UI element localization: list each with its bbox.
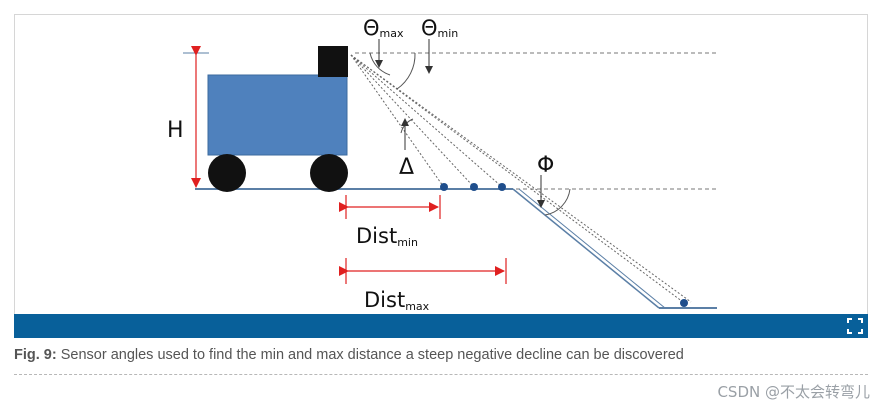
theta-min-label: Θmin bbox=[421, 16, 458, 40]
figure-toolbar bbox=[14, 314, 868, 338]
sensor-angle-diagram: Θmax Θmin H Δ Φ Distmin Distmax bbox=[167, 16, 717, 313]
figure-label: Fig. 9: bbox=[14, 347, 57, 363]
decline-line bbox=[512, 188, 660, 309]
figure-caption-text: Sensor angles used to find the min and m… bbox=[56, 347, 684, 363]
decline-line-inner bbox=[518, 188, 666, 309]
delta-label: Δ bbox=[399, 155, 414, 180]
figure-frame: Θmax Θmin H Δ Φ Distmin Distmax bbox=[14, 14, 868, 338]
robot-rear-wheel bbox=[208, 154, 246, 192]
phi-arc bbox=[544, 188, 571, 216]
caption-divider bbox=[14, 374, 868, 375]
theta-min-arc bbox=[396, 52, 416, 90]
dist-min-label: Distmin bbox=[356, 224, 418, 249]
theta-max-arc bbox=[369, 52, 391, 76]
robot-front-wheel bbox=[310, 154, 348, 192]
phi-label: Φ bbox=[537, 153, 554, 178]
dist-max-label: Distmax bbox=[364, 288, 430, 313]
watermark: CSDN @不太会转弯儿 bbox=[717, 383, 870, 401]
sensor-rays bbox=[350, 54, 692, 303]
robot-body bbox=[207, 74, 348, 156]
robot bbox=[207, 46, 348, 192]
theta-max-label: Θmax bbox=[363, 16, 404, 40]
delta-arc bbox=[400, 118, 414, 134]
height-label: H bbox=[167, 118, 184, 143]
robot-sensor bbox=[318, 46, 348, 77]
sensor-hit-points bbox=[440, 183, 688, 307]
figure-caption: Fig. 9: Sensor angles used to find the m… bbox=[14, 347, 868, 363]
expand-icon[interactable] bbox=[846, 317, 864, 335]
